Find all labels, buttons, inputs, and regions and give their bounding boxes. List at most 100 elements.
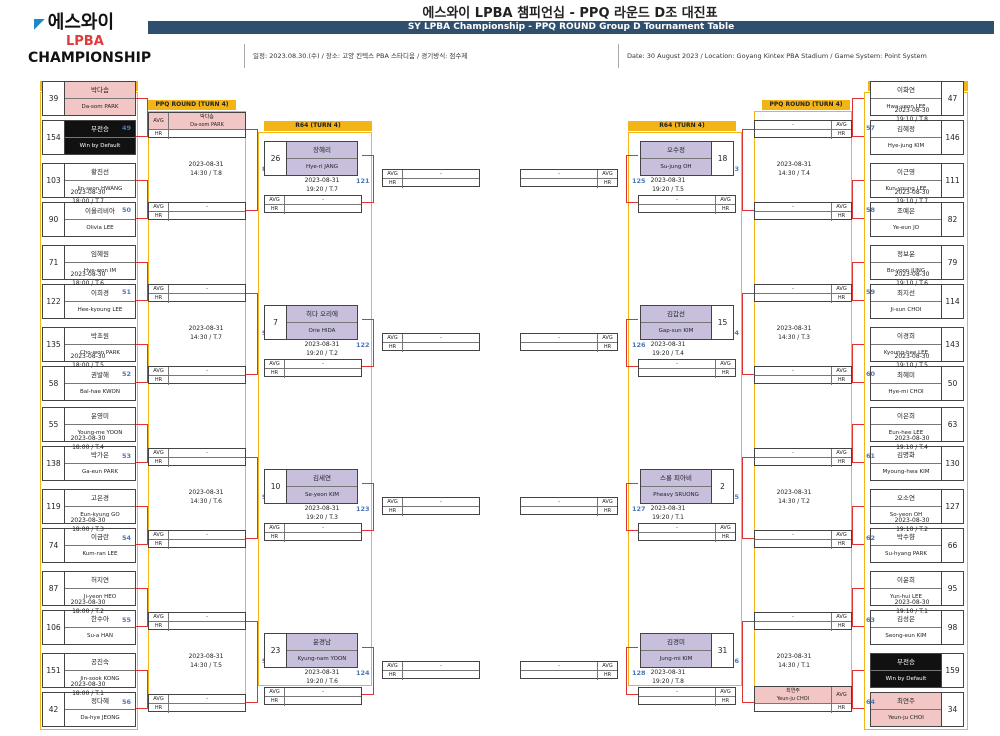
player-seed: 79	[941, 246, 963, 279]
score-box: AVG-HR	[754, 284, 852, 303]
qualifier-name-kr: 최연주	[786, 688, 800, 694]
hr-label: HR	[597, 343, 617, 352]
avg-row: AVG-	[755, 367, 851, 376]
player-name-en: Su-a HAN	[86, 632, 114, 639]
player-name-kr: 임혜원	[65, 246, 135, 263]
hr-label: HR	[831, 704, 851, 713]
avg-label: AVG	[149, 203, 169, 211]
hr-row: HR	[639, 369, 735, 378]
avg-row: AVG-	[149, 203, 245, 212]
score-box: AVG-HR	[264, 523, 362, 542]
avg-value: -	[792, 532, 794, 538]
player-name-en: Se-yeon KIM	[287, 486, 357, 503]
score-box: AVG-HR	[638, 523, 736, 542]
bracket-line	[852, 344, 864, 383]
player-seed: 2	[711, 470, 733, 503]
player-seed: 111	[941, 164, 963, 197]
match-number: 122	[356, 341, 370, 349]
avg-row: AVG-	[755, 531, 851, 540]
score-box: AVG-HR	[520, 333, 618, 352]
avg-row: AVG-	[383, 170, 479, 179]
match-date: 2023-08-30	[70, 517, 106, 524]
match-time: 14:30 / T.6	[190, 498, 222, 505]
bracket-line	[362, 155, 374, 203]
header-ppq-turn4: PPQ ROUND (TURN 4)	[148, 100, 236, 110]
avg-value: -	[558, 171, 560, 177]
player-name-en: Eun-kyung GO	[80, 511, 120, 518]
player-seed: 10	[265, 470, 287, 503]
player-seed: 18	[711, 142, 733, 175]
match-time: 18:00 / T.6	[72, 280, 104, 287]
player-name-kr: 이은희	[871, 408, 941, 425]
page-title: 에스와이 LPBA 챔피언십 - PPQ 라운드 D조 대진표	[422, 6, 718, 21]
player-name-kr: 이윤희	[871, 572, 941, 589]
match-time: 18:00 / T.1	[72, 690, 104, 697]
match-date: 2023-08-31	[188, 325, 224, 332]
score-box: AVG-HR	[520, 169, 618, 188]
match-number: 123	[356, 505, 370, 513]
avg-row: AVG-	[383, 498, 479, 507]
hr-row: HR	[265, 205, 361, 214]
hr-label: HR	[715, 369, 735, 378]
match-number: 94	[730, 329, 740, 337]
avg-row: AVG-	[383, 334, 479, 343]
player-name-kr: 김성은	[871, 611, 941, 628]
player-name-kr: 윤영미	[65, 408, 135, 425]
avg-value: -	[206, 532, 208, 538]
hr-row: HR	[755, 704, 851, 713]
match-time: 14:30 / T.5	[190, 662, 222, 669]
player-seed: 15	[711, 306, 733, 339]
player-name-kr: 김혜정	[871, 121, 941, 138]
match-number: 121	[356, 177, 370, 185]
player-seed: 87	[43, 572, 65, 605]
match-date: 2023-08-30	[894, 517, 930, 524]
match-time: 19:20 / T.8	[652, 678, 684, 685]
avg-value: -	[206, 696, 208, 702]
bracket-line	[852, 262, 864, 301]
bracket-line	[136, 506, 148, 545]
player-seed: 106	[43, 611, 65, 644]
score-box: AVG-HR	[520, 661, 618, 680]
header-ppq-turn4-right: PPQ ROUND (TURN 4)	[762, 100, 850, 110]
avg-label: AVG	[383, 170, 403, 178]
score-box: AVG-HR	[754, 448, 852, 467]
bracket-line	[852, 506, 864, 545]
player-name-en: Ye-eun JO	[892, 224, 920, 231]
avg-value: -	[206, 368, 208, 374]
page-subtitle: SY LPBA Championship - PPQ ROUND Group D…	[148, 21, 994, 34]
match-time: 14:30 / T.7	[190, 334, 222, 341]
score-box: AVG-HR	[148, 202, 246, 221]
player-seed: 63	[941, 408, 963, 441]
player-name-en: Orie HIDA	[287, 322, 357, 339]
score-box: AVG-HR	[638, 195, 736, 214]
hr-label: HR	[831, 130, 851, 139]
hr-row: HR	[755, 130, 851, 139]
player-name-kr: 장혜리	[287, 142, 357, 159]
match-number: 56	[122, 698, 132, 706]
hr-label: HR	[149, 212, 169, 221]
avg-label: AVG	[597, 334, 617, 342]
hr-label: HR	[265, 533, 285, 542]
avg-value: -	[792, 286, 794, 292]
match-time: 18:00 / T.7	[72, 198, 104, 205]
avg-value: -	[558, 499, 560, 505]
hr-row: HR	[149, 458, 245, 467]
player-name-kr: 부전승	[65, 121, 135, 138]
match-time: 19:20 / T.7	[306, 186, 338, 193]
qualifier-name-kr: 박다솜	[200, 114, 214, 120]
hr-label: HR	[149, 294, 169, 303]
